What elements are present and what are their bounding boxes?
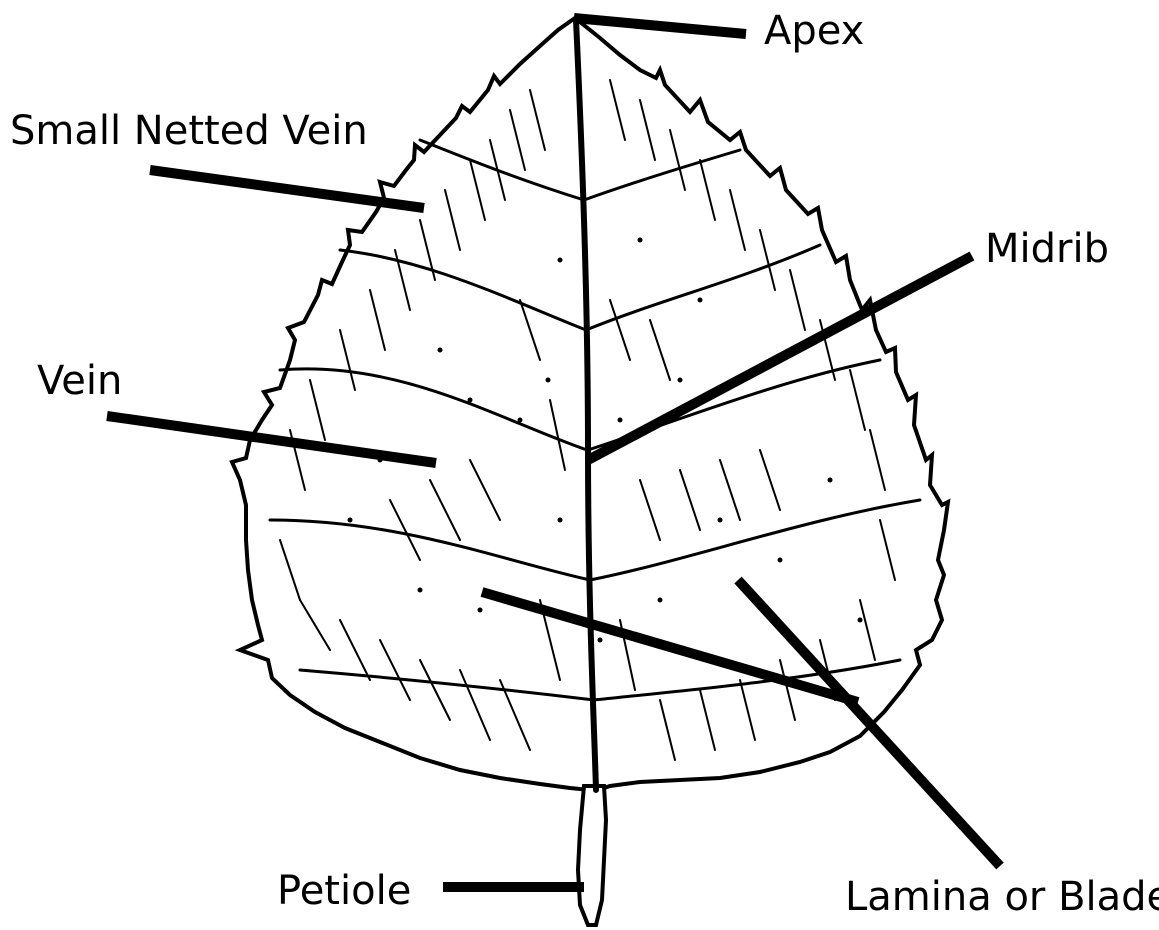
- apex-leader: [574, 18, 746, 34]
- midrib-label: Midrib: [985, 226, 1109, 272]
- lamina-label: Lamina or Blade: [845, 874, 1159, 920]
- petiole-stem: [578, 786, 606, 925]
- apex-label: Apex: [764, 8, 864, 54]
- small-netted-vein-label: Small Netted Vein: [10, 108, 368, 154]
- vein-label: Vein: [37, 358, 122, 404]
- petiole-label: Petiole: [277, 868, 411, 914]
